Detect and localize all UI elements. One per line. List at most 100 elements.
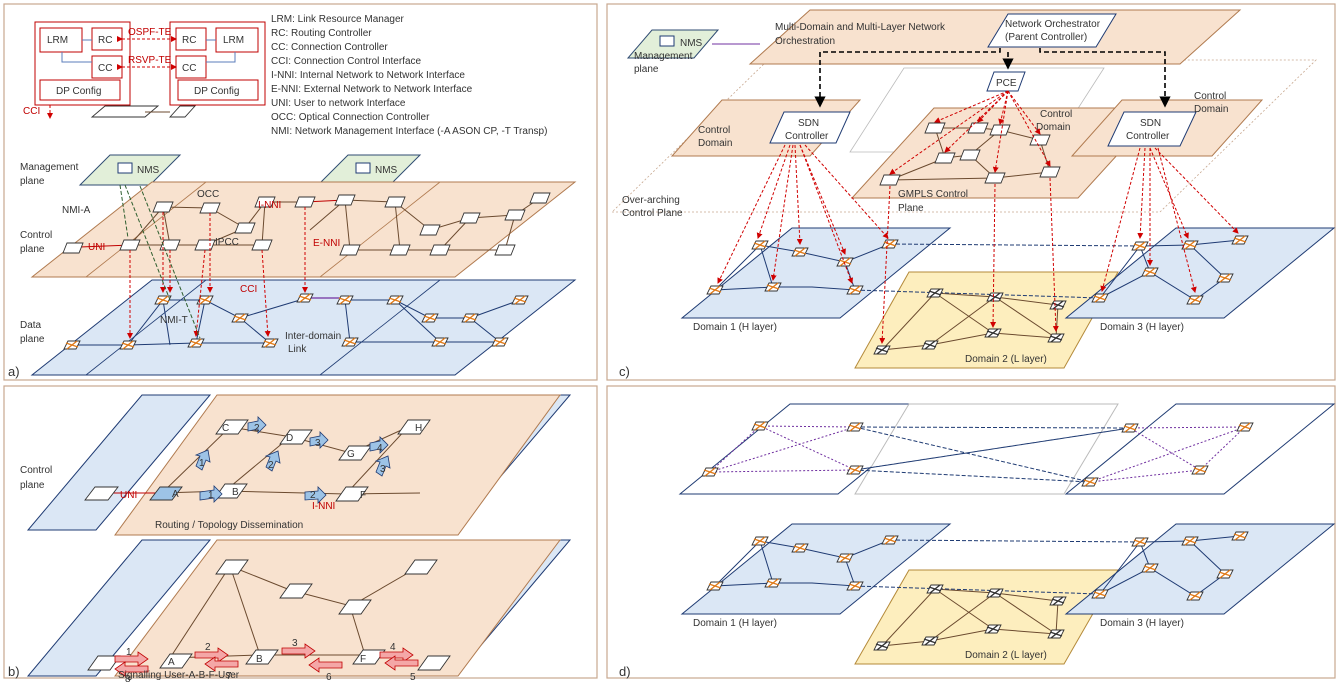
control-domain-left-label-2: Domain [698, 138, 732, 149]
legend-line-7: UNI: User to network Interface [271, 98, 406, 109]
sig-node-f: F [360, 654, 366, 665]
orchestration-label: Multi-Domain and Multi-Layer Network [775, 22, 946, 33]
step-4-top: 4 [377, 443, 383, 454]
nms-label-2: NMS [375, 165, 398, 176]
sdn-left-label-2: Controller [785, 131, 829, 142]
panel-b-left-domain-bottom [26, 539, 212, 677]
domain-1-label-c: Domain 1 (H layer) [693, 322, 777, 333]
sdn-controller-right [1107, 111, 1197, 147]
control-domain-mid-label: Control [1040, 109, 1072, 120]
sig-node-a: A [168, 657, 175, 668]
rc-label-2: RC [182, 35, 196, 46]
lrm-label-1: LRM [47, 35, 68, 46]
control-plane-label: Control [20, 230, 52, 241]
data-plane-layer [30, 279, 577, 376]
legend-line-4: CCI: Connection Control Interface [271, 56, 422, 67]
management-plane-label: Management [20, 162, 79, 173]
node-g-label: G [347, 449, 355, 460]
panel-c-label: c) [619, 364, 630, 379]
dissemination-arrows [194, 416, 391, 504]
node-f-label: F [360, 490, 366, 501]
management-plane-label-2: plane [20, 176, 45, 187]
parent-controller-label: (Parent Controller) [1005, 32, 1087, 43]
control-plane-layer [30, 181, 577, 278]
domain-2-virtual [854, 403, 1119, 495]
domain-2-label-d: Domain 2 (L layer) [965, 650, 1047, 661]
control-plane-label-b-2: plane [20, 480, 45, 491]
sig-step-2: 2 [205, 642, 211, 653]
data-plane-label: Data [20, 320, 42, 331]
uni-label-b: UNI [120, 490, 137, 501]
cci-label: CCI [240, 284, 257, 295]
legend-line-2: RC: Routing Controller [271, 28, 372, 39]
step-2-mid: 2 [268, 460, 274, 471]
rc-label-1: RC [98, 35, 112, 46]
node-d-label: D [286, 433, 293, 444]
i-nni-label: I-NNI [258, 200, 281, 211]
domain-1-layer [680, 227, 952, 319]
legend-line-1: LRM: Link Resource Manager [271, 14, 405, 25]
domain-3-layer [1064, 227, 1336, 319]
gmpls-label-2: Plane [898, 203, 924, 214]
occ-label: OCC [197, 189, 219, 200]
nmi-a-label: NMI-A [62, 205, 91, 216]
sig-step-3: 3 [292, 638, 298, 649]
domain-2-label-c: Domain 2 (L layer) [965, 354, 1047, 365]
node-b-label: B [232, 487, 239, 498]
uni-label: UNI [88, 242, 105, 253]
step-2-top: 2 [254, 423, 260, 434]
cc-label-1: CC [98, 63, 112, 74]
panel-c-border [606, 3, 1336, 381]
panel-d-border [606, 385, 1336, 679]
dp-config-label-1: DP Config [56, 86, 101, 97]
panel-b-border [3, 385, 598, 679]
ipcc-label: IPCC [215, 237, 239, 248]
sig-step-7: 7 [226, 671, 232, 682]
over-arching-plane [611, 59, 1317, 213]
sdn-controller-left [769, 111, 851, 144]
management-label-c-2: plane [634, 64, 659, 75]
inter-domain-label: Inter-domain [285, 331, 341, 342]
nmi-t-label: NMI-T [160, 315, 188, 326]
control-plane-label-2: plane [20, 244, 45, 255]
parent-controller-box [987, 13, 1117, 48]
domain-3-label-c: Domain 3 (H layer) [1100, 322, 1184, 333]
legend-line-5: I-NNI: Internal Network to Network Inter… [271, 70, 465, 81]
step-2-low: 2 [310, 490, 316, 501]
domain-2-layer [854, 271, 1119, 369]
control-domain-right-label-2: Domain [1194, 104, 1228, 115]
panel-a: LRM RC CC DP Config RC LRM CC DP Config … [8, 14, 577, 379]
nms-label-1: NMS [137, 165, 160, 176]
sig-step-4: 4 [390, 642, 396, 653]
domain-1-label-d: Domain 1 (H layer) [693, 618, 777, 629]
ospf-te-label: OSPF-TE [128, 27, 172, 38]
domain-3-layer-d [1064, 523, 1336, 615]
legend-line-8: OCC: Optical Connection Controller [271, 112, 430, 123]
rsvp-te-label: RSVP-TE [128, 55, 172, 66]
dp-config-label-2: DP Config [194, 86, 239, 97]
sdn-right-label-2: Controller [1126, 131, 1170, 142]
sig-node-b: B [256, 654, 263, 665]
domain-3-label-d: Domain 3 (H layer) [1100, 618, 1184, 629]
cci-red-label: CCI [23, 106, 40, 117]
inter-domain-label-2: Link [288, 344, 307, 355]
node-a-label: A [172, 489, 179, 500]
lrm-label-2: LRM [223, 35, 244, 46]
sig-step-1: 1 [126, 647, 132, 658]
sig-step-5: 5 [410, 672, 416, 682]
data-plane-label-2: plane [20, 334, 45, 345]
nms-label-c: NMS [680, 38, 703, 49]
orchestration-label-2: Orchestration [775, 36, 835, 47]
over-arching-label: Over-arching [622, 195, 680, 206]
panel-d-label: d) [619, 664, 631, 679]
step-3-low: 3 [380, 464, 386, 475]
step-3-top: 3 [315, 438, 321, 449]
i-nni-label-b: I-NNI [312, 501, 335, 512]
pce-label: PCE [996, 78, 1017, 89]
panel-a-label: a) [8, 364, 20, 379]
over-arching-label-2: Control Plane [622, 208, 683, 219]
panel-b: Control plane C D G H A B F UNI I-NNI Ro… [8, 394, 572, 682]
sdn-left-label: SDN [798, 118, 819, 129]
management-label-c: Management [634, 51, 693, 62]
signalling-label: Signalling User-A-B-F-User [118, 670, 240, 681]
